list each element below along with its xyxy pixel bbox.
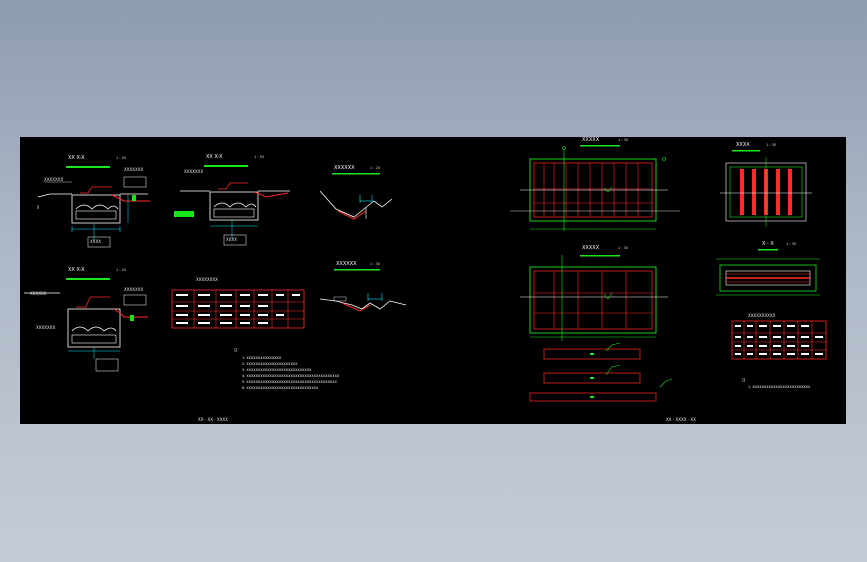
quantity-table-right: XXXXXXXXXX	[731, 313, 827, 360]
svg-text:1 : 50: 1 : 50	[254, 155, 264, 159]
svg-text:XXXXXX: XXXXXX	[334, 165, 355, 171]
svg-text:注: 注	[742, 377, 746, 382]
section-strip: X - X 1 : 30	[716, 241, 820, 296]
svg-text:1 : 30: 1 : 30	[618, 138, 628, 142]
svg-text:XXXX: XXXX	[226, 237, 237, 242]
notes-heading: 注	[234, 347, 238, 352]
svg-text:1 : 30: 1 : 30	[370, 262, 380, 266]
svg-text:1 : 30: 1 : 30	[786, 242, 796, 246]
section-view-1: XX X-X 1 : 50 XXXXXXX XXXXXXX XXXX	[37, 155, 150, 248]
section-view-2: XX X-X 1 : 50 XXXXXXX XXXX	[174, 154, 290, 246]
svg-text:XXXXX: XXXXX	[582, 245, 600, 251]
svg-text:5. XXXXXXXXXXXXXXXXXXXXXXXXXXX: 5. XXXXXXXXXXXXXXXXXXXXXXXXXXXXXXXXXXXXX…	[242, 380, 338, 384]
svg-text:1. XXXXXXXXXXXXXXXXXXXXXXXXX: 1. XXXXXXXXXXXXXXXXXXXXXXXXX	[748, 385, 811, 389]
svg-text:XX X-X: XX X-X	[206, 154, 223, 160]
plan-view-2: XXXXX 1 : 30	[520, 245, 673, 402]
svg-text:1 : 30: 1 : 30	[766, 143, 776, 147]
notes-right: 注 1. XXXXXXXXXXXXXXXXXXXXXXXXX	[742, 377, 811, 389]
label: XXXX	[90, 239, 101, 244]
label: XXXXXXX	[124, 167, 143, 172]
svg-text:XXXX: XXXX	[736, 142, 750, 148]
svg-text:4. XXXXXXXXXXXXXXXXXXXXXXXXXXX: 4. XXXXXXXXXXXXXXXXXXXXXXXXXXXXXXXXXXXXX…	[242, 374, 340, 378]
sheet-title-left: XX - XX - XXXX	[198, 417, 228, 422]
svg-text:XXXXXXX: XXXXXXX	[36, 325, 55, 330]
svg-text:XXXXXXX: XXXXXXX	[184, 169, 203, 174]
svg-text:X - X: X - X	[762, 241, 774, 247]
svg-text:3. XXXXXXXXXXXXXXXXXXXXXXXXXXX: 3. XXXXXXXXXXXXXXXXXXXXXXXXXXXX	[242, 368, 312, 372]
svg-text:XXXXXX: XXXXXX	[30, 291, 47, 296]
detail-view-1: XXXXXX 1 : 20	[319, 165, 393, 220]
svg-text:XXXXXX: XXXXXX	[336, 261, 357, 267]
notes-left: 注 1. XXXXXXXXXXXXXXX 2. XXXXXXXXXXXXXXXX…	[234, 347, 340, 390]
svg-text:XXXXXXXX: XXXXXXXX	[196, 277, 218, 282]
svg-text:1 : 30: 1 : 30	[618, 246, 628, 250]
detail-view-2: XXXXXX 1 : 30	[319, 261, 407, 312]
section-scale: 1 : 50	[116, 156, 126, 160]
detail-plan: XXXX 1 : 30	[720, 142, 812, 227]
svg-text:XXXXXXX: XXXXXXX	[124, 287, 143, 292]
quantity-table-left: XXXXXXXX	[171, 277, 305, 329]
plan-view-1: XXXXX 1 : 30	[510, 137, 680, 231]
title-underline	[66, 166, 110, 168]
svg-text:XXXXX: XXXXX	[582, 137, 600, 143]
svg-text:6. XXXXXXXXXXXXXXXXXXXXXXXXXXX: 6. XXXXXXXXXXXXXXXXXXXXXXXXXXXXXXX	[242, 386, 319, 390]
cad-drawing: XX X-X 1 : 50 XXXXXXX XXXXXXX XXXX XX X-…	[24, 137, 827, 422]
section-view-3: XX X-X 1 : 20 XXXXXX XXXXXXX XXXXXXX	[24, 267, 148, 372]
sheet-title-right: XX - XXXX - XX	[666, 417, 696, 422]
svg-text:XX X-X: XX X-X	[68, 267, 85, 273]
svg-text:XXXXXXXXXX: XXXXXXXXXX	[748, 313, 776, 318]
cad-drawing-viewport[interactable]: XX X-X 1 : 50 XXXXXXX XXXXXXX XXXX XX X-…	[20, 137, 846, 424]
section-title: XX X-X	[68, 155, 85, 161]
label: XXXXXXX	[44, 177, 63, 182]
svg-text:1 : 20: 1 : 20	[370, 166, 380, 170]
svg-text:2. XXXXXXXXXXXXXXXXXXXXXX: 2. XXXXXXXXXXXXXXXXXXXXXX	[242, 362, 298, 366]
svg-text:1. XXXXXXXXXXXXXXX: 1. XXXXXXXXXXXXXXX	[242, 356, 282, 360]
svg-text:1 : 20: 1 : 20	[116, 268, 126, 272]
